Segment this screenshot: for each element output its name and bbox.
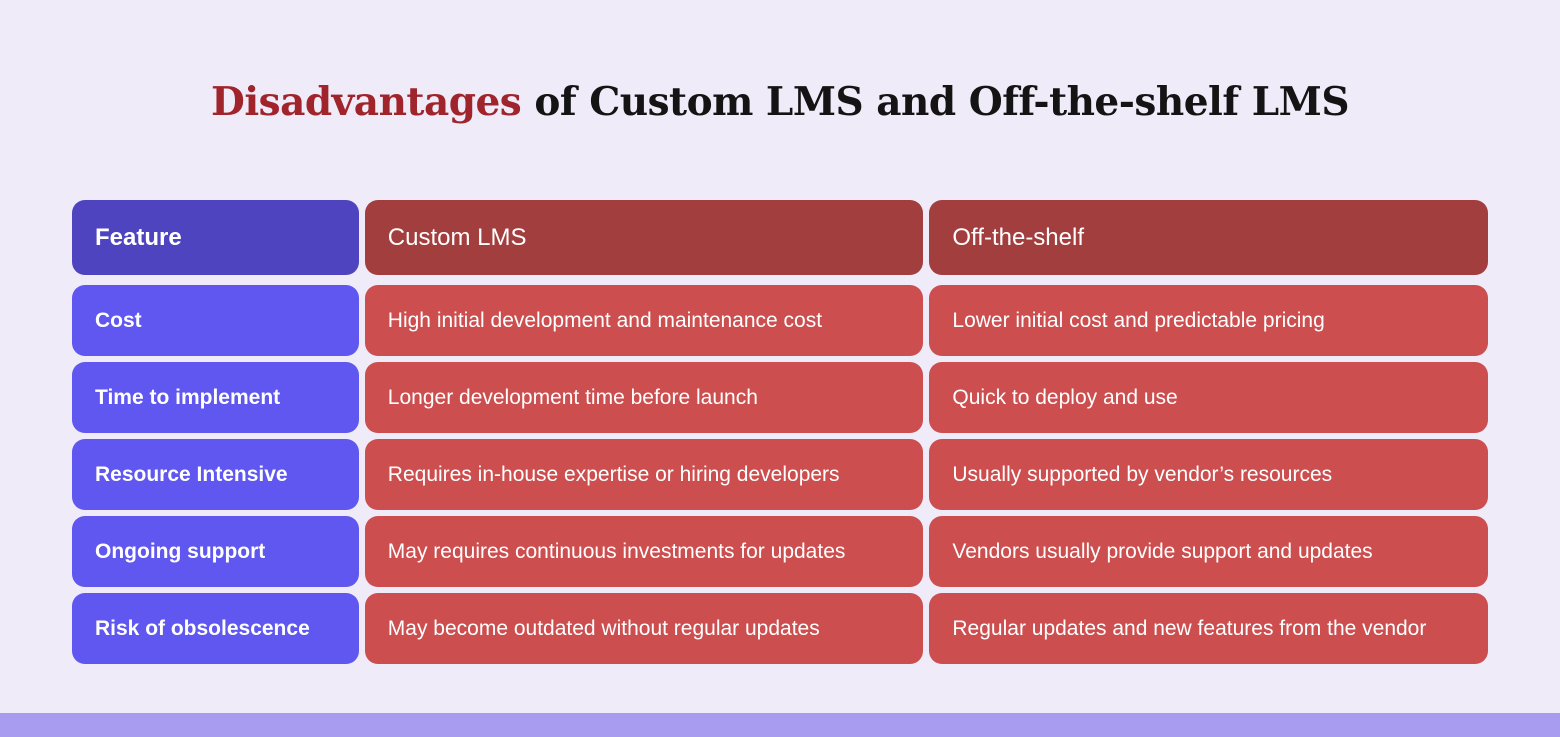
table-row: Resource Intensive Requires in-house exp…: [72, 439, 1488, 510]
page-title: Disadvantages of Custom LMS and Off-the-…: [0, 76, 1560, 128]
table-row: Risk of obsolescence May become outdated…: [72, 593, 1488, 664]
table-row: Cost High initial development and mainte…: [72, 285, 1488, 356]
feature-cell: Resource Intensive: [72, 439, 359, 510]
feature-cell: Time to implement: [72, 362, 359, 433]
header-off-the-shelf: Off-the-shelf: [929, 200, 1488, 275]
header-feature: Feature: [72, 200, 359, 275]
custom-lms-cell: Longer development time before launch: [364, 362, 924, 433]
feature-cell: Ongoing support: [72, 516, 359, 587]
title-rest: of Custom LMS and Off-the-shelf LMS: [521, 79, 1349, 125]
footer-band: [0, 713, 1560, 737]
header-custom-lms: Custom LMS: [364, 200, 924, 275]
off-the-shelf-cell: Quick to deploy and use: [929, 362, 1488, 433]
table-header-row: Feature Custom LMS Off-the-shelf: [72, 200, 1488, 275]
table-row: Ongoing support May requires continuous …: [72, 516, 1488, 587]
title-accent: Disadvantages: [211, 79, 522, 125]
custom-lms-cell: May become outdated without regular upda…: [364, 593, 924, 664]
custom-lms-cell: Requires in-house expertise or hiring de…: [364, 439, 924, 510]
off-the-shelf-cell: Regular updates and new features from th…: [929, 593, 1488, 664]
feature-cell: Cost: [72, 285, 359, 356]
feature-cell: Risk of obsolescence: [72, 593, 359, 664]
off-the-shelf-cell: Vendors usually provide support and upda…: [929, 516, 1488, 587]
comparison-table: Feature Custom LMS Off-the-shelf Cost Hi…: [72, 200, 1488, 670]
off-the-shelf-cell: Lower initial cost and predictable prici…: [929, 285, 1488, 356]
custom-lms-cell: High initial development and maintenance…: [364, 285, 924, 356]
off-the-shelf-cell: Usually supported by vendor’s resources: [929, 439, 1488, 510]
table-row: Time to implement Longer development tim…: [72, 362, 1488, 433]
custom-lms-cell: May requires continuous investments for …: [364, 516, 924, 587]
